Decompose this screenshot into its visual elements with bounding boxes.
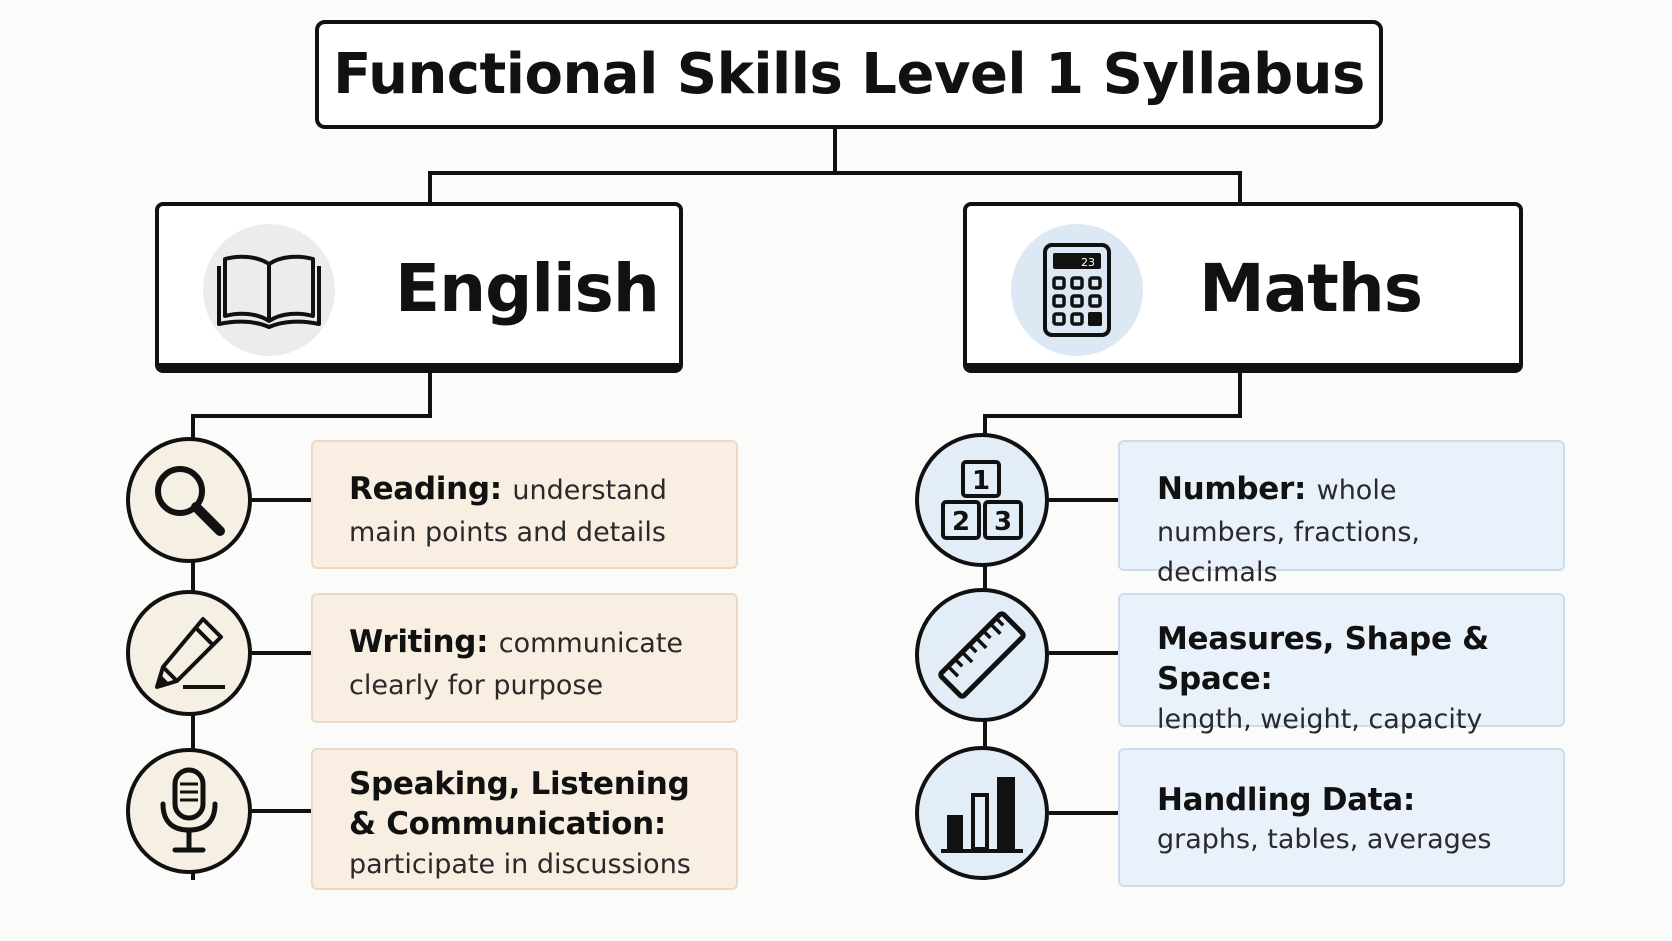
microphone-icon [126,748,252,874]
pencil-icon [126,590,252,716]
reading-topic-card: Reading: understand main points and deta… [311,440,738,569]
speaking-topic-card: Speaking, Listening & Communication: par… [311,748,738,890]
handling-data-title: Handling Data: [1157,782,1416,818]
number-description: whole numbers, fractions, decimals [1157,475,1420,588]
block-digit-two: 2 [952,507,970,537]
measures-title: Measures, Shape & Space: [1157,621,1489,698]
handling-data-topic-card: Handling Data: graphs, tables, averages [1118,748,1565,887]
maths-subject-box: 23 Maths [963,202,1523,373]
writing-description: communicate clearly for purpose [349,628,684,701]
maths-label: Maths [1199,250,1423,327]
handling-data-description: graphs, tables, averages [1157,824,1492,856]
open-book-icon [203,224,335,356]
block-digit-three: 3 [994,507,1012,537]
bar-chart-icon [915,746,1049,880]
measures-topic-card: Measures, Shape & Space: length, weight,… [1118,593,1565,735]
calculator-display: 23 [1081,256,1095,269]
ruler-icon [915,588,1049,722]
reading-description: understand main points and details [349,475,667,548]
magnifying-glass-icon [126,437,252,563]
writing-title: Writing: [349,624,499,660]
number-topic-card: Number: whole numbers, fractions, decima… [1118,440,1565,588]
writing-topic-card: Writing: communicate clearly for purpose [311,593,738,723]
number-blocks-icon: 1 2 3 [915,433,1049,567]
speaking-description: participate in discussions [349,848,691,880]
calculator-icon: 23 [1011,224,1143,356]
measures-description: length, weight, capacity [1157,703,1483,735]
reading-title: Reading: [349,471,513,507]
english-subject-box: English [155,202,683,373]
syllabus-title-box: Functional Skills Level 1 Syllabus [315,20,1383,129]
page-title: Functional Skills Level 1 Syllabus [333,42,1365,107]
block-digit-one: 1 [972,466,990,496]
speaking-title: Speaking, Listening & Communication: [349,766,690,843]
english-label: English [395,250,660,327]
number-title: Number: [1157,471,1317,507]
